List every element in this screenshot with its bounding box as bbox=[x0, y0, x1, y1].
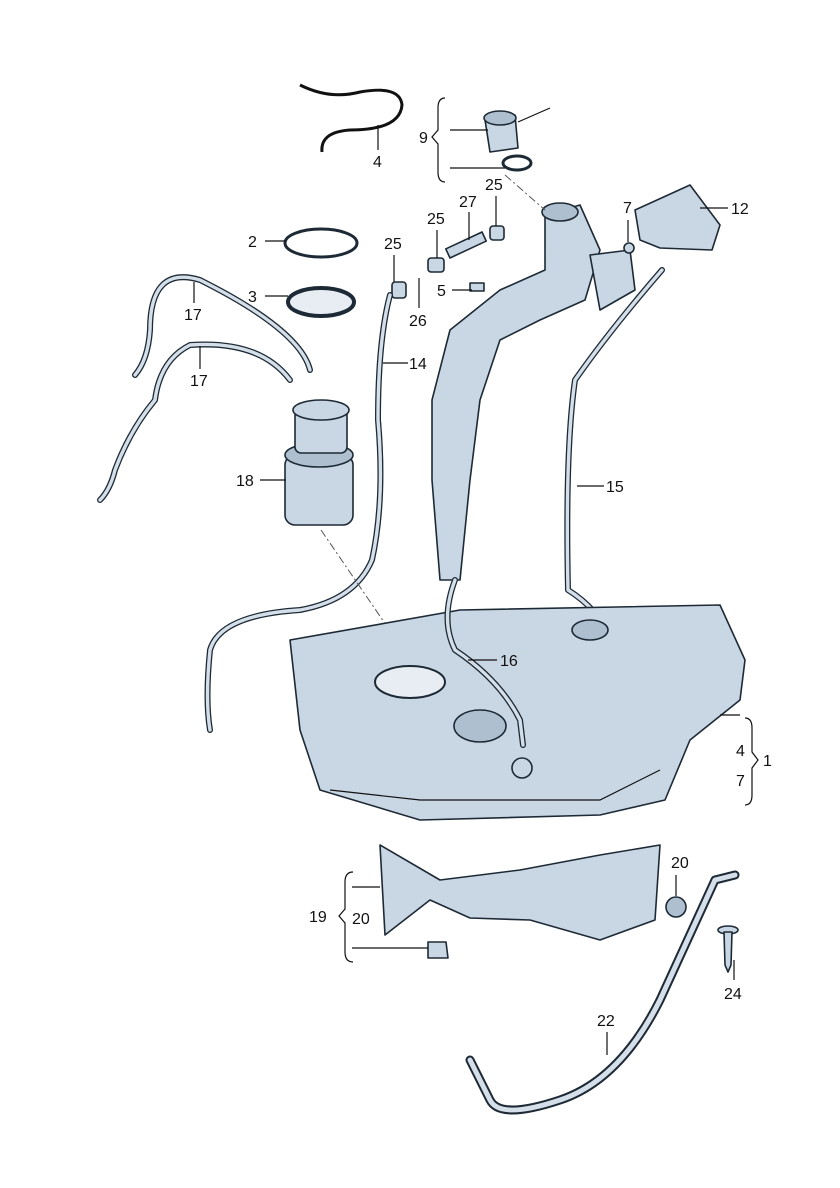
label-17: 17 bbox=[184, 307, 202, 324]
label-1: 1 bbox=[763, 753, 772, 770]
label-5: 5 bbox=[437, 283, 446, 300]
bracket[interactable] bbox=[634, 184, 721, 251]
label-4: 4 bbox=[736, 743, 745, 760]
label-9: 9 bbox=[419, 130, 428, 147]
label-27: 27 bbox=[459, 194, 477, 211]
grommet[interactable] bbox=[665, 896, 687, 918]
label-14: 14 bbox=[409, 356, 427, 373]
label-7: 7 bbox=[736, 773, 745, 790]
leader-lines bbox=[193, 97, 759, 1055]
label-25: 25 bbox=[427, 211, 445, 228]
label-4: 4 bbox=[373, 154, 382, 171]
o-ring[interactable] bbox=[501, 154, 533, 172]
bolt[interactable] bbox=[717, 925, 739, 973]
label-20: 20 bbox=[671, 855, 689, 872]
label-17: 17 bbox=[190, 373, 208, 390]
label-12: 12 bbox=[731, 201, 749, 218]
clip-nut[interactable] bbox=[427, 941, 449, 959]
locking-ring[interactable] bbox=[283, 227, 359, 259]
label-2: 2 bbox=[248, 234, 257, 251]
seal[interactable] bbox=[286, 286, 356, 318]
label-25: 25 bbox=[485, 177, 503, 194]
fittings[interactable] bbox=[391, 225, 635, 299]
heat-shield[interactable] bbox=[379, 844, 661, 941]
label-22: 22 bbox=[597, 1013, 615, 1030]
filler-neck[interactable] bbox=[431, 204, 601, 581]
wiring-harness[interactable] bbox=[299, 83, 404, 153]
label-20: 20 bbox=[352, 911, 370, 928]
label-18: 18 bbox=[236, 473, 254, 490]
label-3: 3 bbox=[248, 289, 257, 306]
label-26: 26 bbox=[409, 313, 427, 330]
fuel-pump[interactable] bbox=[284, 399, 354, 526]
label-7: 7 bbox=[623, 200, 632, 217]
label-16: 16 bbox=[500, 653, 518, 670]
label-25: 25 bbox=[384, 236, 402, 253]
label-24: 24 bbox=[724, 986, 742, 1003]
filler-cap[interactable] bbox=[483, 107, 551, 153]
label-15: 15 bbox=[606, 479, 624, 496]
label-19: 19 bbox=[309, 909, 327, 926]
